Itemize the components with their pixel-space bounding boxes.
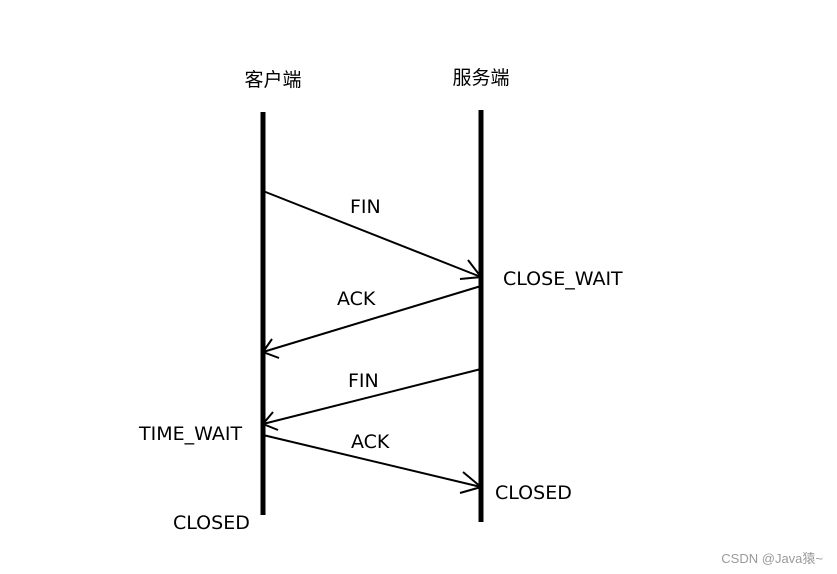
arrowhead-icon — [261, 338, 280, 359]
message-fin-2 — [261, 368, 482, 431]
watermark: CSDN @Java猿~ — [721, 551, 823, 566]
server-state-closed: CLOSED — [495, 482, 572, 504]
message-fin-1 — [262, 190, 483, 280]
message-ack-2-label: ACK — [351, 431, 390, 453]
client-title: 客户端 — [244, 69, 301, 91]
message-fin-2-label: FIN — [348, 370, 379, 392]
client-state-time-wait: TIME_WAIT — [138, 423, 242, 445]
message-ack-1 — [261, 285, 482, 359]
server-title: 服务端 — [452, 67, 509, 89]
message-fin-1-label: FIN — [350, 196, 381, 218]
client-state-closed: CLOSED — [173, 512, 250, 534]
arrowhead-icon — [261, 411, 279, 431]
server-state-close-wait: CLOSE_WAIT — [503, 268, 623, 290]
arrowhead-icon — [459, 259, 483, 280]
message-ack-1-label: ACK — [337, 288, 376, 310]
arrowhead-icon — [459, 471, 484, 494]
message-ack-2 — [262, 434, 484, 494]
